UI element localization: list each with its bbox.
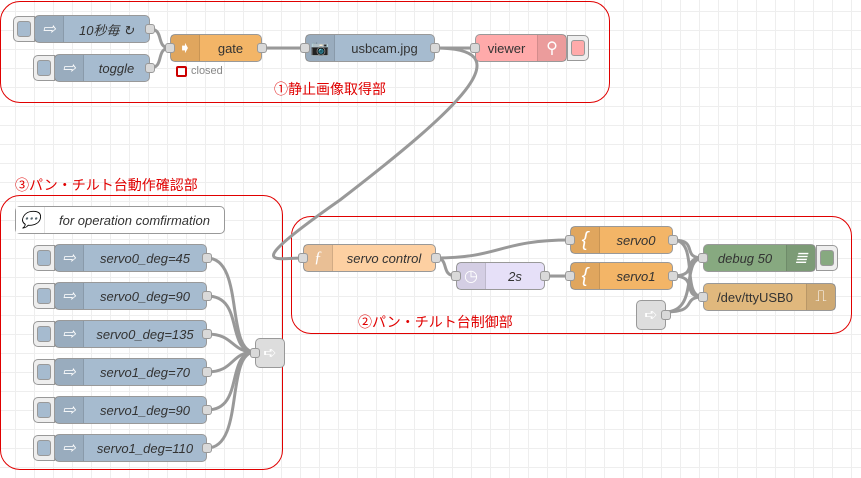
inject-trigger-button[interactable]: [13, 16, 35, 42]
gate-arrow-icon: ➧: [171, 35, 200, 61]
input-port[interactable]: [698, 253, 708, 263]
timer-icon: ◷: [457, 263, 486, 289]
group-label-image-capture: ①静止画像取得部: [274, 81, 386, 97]
brace-icon: {: [571, 263, 600, 289]
inject-node-servo1-110[interactable]: ⇨servo1_deg=110: [33, 434, 212, 462]
output-port[interactable]: [540, 271, 550, 281]
wire: [664, 295, 704, 314]
output-port[interactable]: [145, 63, 155, 73]
inject-node-servo0-45[interactable]: ⇨servo0_deg=45: [33, 244, 212, 272]
output-port[interactable]: [661, 310, 671, 320]
group-pan-tilt-control[interactable]: [291, 216, 852, 334]
group-image-capture[interactable]: [0, 1, 610, 103]
inject-trigger-button[interactable]: [33, 321, 55, 347]
input-port[interactable]: [451, 271, 461, 281]
arrow-right-icon: ⇨: [55, 359, 84, 385]
gate-status: closed: [176, 65, 223, 77]
inject-node-servo1-70[interactable]: ⇨servo1_deg=70: [33, 358, 212, 386]
arrow-right-icon: ⇨: [55, 397, 84, 423]
arrow-right-icon: ⇨: [55, 283, 84, 309]
link-out-node[interactable]: ➪: [250, 338, 285, 368]
inject-trigger-button[interactable]: [33, 283, 55, 309]
viewer-toggle-button[interactable]: [567, 35, 589, 61]
inject-node-servo1-90[interactable]: ⇨servo1_deg=90: [33, 396, 212, 424]
output-port[interactable]: [202, 329, 212, 339]
speech-bubble-icon: 💬: [16, 207, 45, 233]
arrow-right-icon: ⇨: [55, 321, 84, 347]
inject-trigger-button[interactable]: [33, 55, 55, 81]
usbcam-node[interactable]: 📷 usbcam.jpg: [300, 34, 440, 62]
wire: [435, 238, 571, 260]
inject-trigger-button[interactable]: [33, 435, 55, 461]
output-port[interactable]: [145, 24, 155, 34]
serial-out-node[interactable]: /dev/ttyUSB0 ⎍: [698, 283, 836, 311]
output-port[interactable]: [257, 43, 267, 53]
input-port[interactable]: [565, 235, 575, 245]
group-label-pan-tilt-control: ②パン・チルト台制御部: [358, 314, 513, 330]
output-port[interactable]: [668, 235, 678, 245]
wire: [206, 350, 256, 450]
input-port[interactable]: [698, 292, 708, 302]
wire: [272, 46, 479, 261]
wire: [206, 350, 256, 412]
function-icon: ƒ: [304, 245, 333, 271]
input-port[interactable]: [250, 348, 260, 358]
input-port[interactable]: [165, 43, 175, 53]
arrow-right-icon: ⇨: [55, 435, 84, 461]
list-icon: ≣: [786, 245, 815, 271]
inject-node-servo0-135[interactable]: ⇨servo0_deg=135: [33, 320, 212, 348]
link-in-icon: ➪: [644, 307, 658, 324]
output-port[interactable]: [202, 405, 212, 415]
inject-trigger-button[interactable]: [33, 359, 55, 385]
inject-trigger-button[interactable]: [33, 397, 55, 423]
inject-node-10s[interactable]: ⇨ 10秒毎 ↻: [13, 15, 155, 43]
search-icon: ⚲: [537, 35, 566, 61]
delay-node[interactable]: ◷ 2s: [451, 262, 550, 290]
arrow-right-icon: ⇨: [55, 55, 84, 81]
wire: [206, 256, 256, 354]
link-out-icon: ➪: [263, 345, 277, 362]
template-node-servo0[interactable]: { servo0: [565, 226, 678, 254]
inject-node-servo0-90[interactable]: ⇨servo0_deg=90: [33, 282, 212, 310]
link-in-node[interactable]: ➪: [636, 300, 671, 330]
input-port[interactable]: [300, 43, 310, 53]
status-square-icon: [176, 65, 187, 77]
arrow-right-icon: ⇨: [55, 245, 84, 271]
arrow-right-icon: ⇨: [35, 16, 64, 42]
debug-node[interactable]: debug 50 ≣: [698, 244, 838, 272]
pulse-icon: ⎍: [806, 284, 835, 310]
comment-node[interactable]: 💬 for operation comfirmation: [15, 206, 225, 234]
output-port[interactable]: [202, 291, 212, 301]
group-label-pan-tilt-test: ③パン・チルト台動作確認部: [15, 177, 198, 193]
output-port[interactable]: [202, 443, 212, 453]
input-port[interactable]: [298, 253, 308, 263]
output-port[interactable]: [202, 367, 212, 377]
template-node-servo1[interactable]: { servo1: [565, 262, 678, 290]
output-port[interactable]: [202, 253, 212, 263]
inject-trigger-button[interactable]: [33, 245, 55, 271]
viewer-node[interactable]: viewer ⚲: [470, 34, 589, 62]
output-port[interactable]: [668, 271, 678, 281]
input-port[interactable]: [565, 271, 575, 281]
debug-toggle-button[interactable]: [816, 245, 838, 271]
input-port[interactable]: [470, 43, 480, 53]
camera-icon: 📷: [306, 35, 335, 61]
function-node-servo-control[interactable]: ƒ servo control: [298, 244, 441, 272]
output-port[interactable]: [431, 253, 441, 263]
output-port[interactable]: [430, 43, 440, 53]
brace-icon: {: [571, 227, 600, 253]
inject-node-toggle[interactable]: ⇨ toggle: [33, 54, 155, 82]
group-pan-tilt-test[interactable]: [0, 195, 283, 470]
gate-node[interactable]: ➧ gate: [165, 34, 267, 62]
